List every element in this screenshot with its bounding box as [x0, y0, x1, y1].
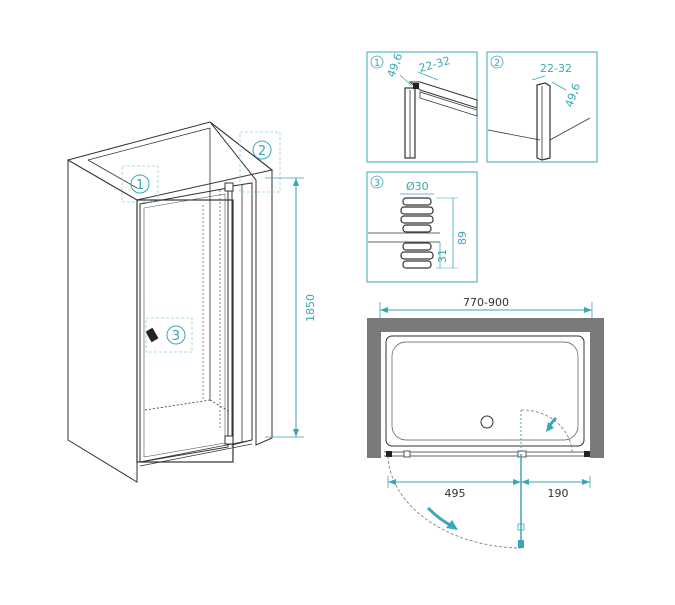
detail-3-height-lower: 31 — [436, 249, 449, 263]
door-panel — [139, 187, 229, 463]
swing-arrow-out — [426, 506, 453, 528]
callout-3-marker: 3 — [145, 317, 193, 353]
right-wall — [209, 121, 273, 446]
detail-2-number: 2 — [494, 58, 500, 69]
detail-2: 2 22-32 49,6 — [486, 51, 598, 163]
top-hinge — [224, 182, 234, 192]
callout-2-marker: 2 — [239, 131, 281, 193]
door-handle — [145, 327, 159, 343]
callout-1-label: 1 — [136, 178, 144, 193]
door-frame — [136, 199, 234, 463]
door-width-value: 495 — [445, 487, 466, 500]
inner-swing-arc — [520, 409, 573, 453]
bottom-hinge — [224, 435, 234, 445]
drain — [480, 415, 494, 429]
plan-wall-right — [590, 318, 604, 458]
outer-swing-arc — [387, 455, 522, 549]
fixed-width-value: 190 — [548, 487, 569, 500]
detail-1-number: 1 — [374, 58, 380, 69]
detail-1: 1 49,6 22-32 — [366, 51, 478, 163]
detail-3-diameter: Ø30 — [406, 180, 429, 193]
plan-view: 770-900 — [367, 296, 604, 549]
callout-3-label: 3 — [172, 329, 180, 344]
width-value: 770-900 — [463, 296, 509, 309]
height-dimension: 1850 — [265, 177, 317, 438]
shower-enclosure-3d — [66, 121, 274, 483]
plan-wall-left — [367, 318, 381, 458]
height-value: 1850 — [304, 294, 317, 322]
detail-3: 3 Ø30 89 31 — [366, 171, 478, 283]
detail-3-height: 89 — [456, 231, 469, 245]
detail-2-range: 22-32 — [540, 62, 572, 75]
callout-2-label: 2 — [258, 144, 266, 159]
callout-1-marker: 1 — [121, 165, 159, 203]
shower-tray — [385, 335, 585, 447]
detail-3-number: 3 — [374, 178, 380, 189]
plan-wall-top — [367, 318, 604, 332]
left-wall — [67, 159, 138, 483]
